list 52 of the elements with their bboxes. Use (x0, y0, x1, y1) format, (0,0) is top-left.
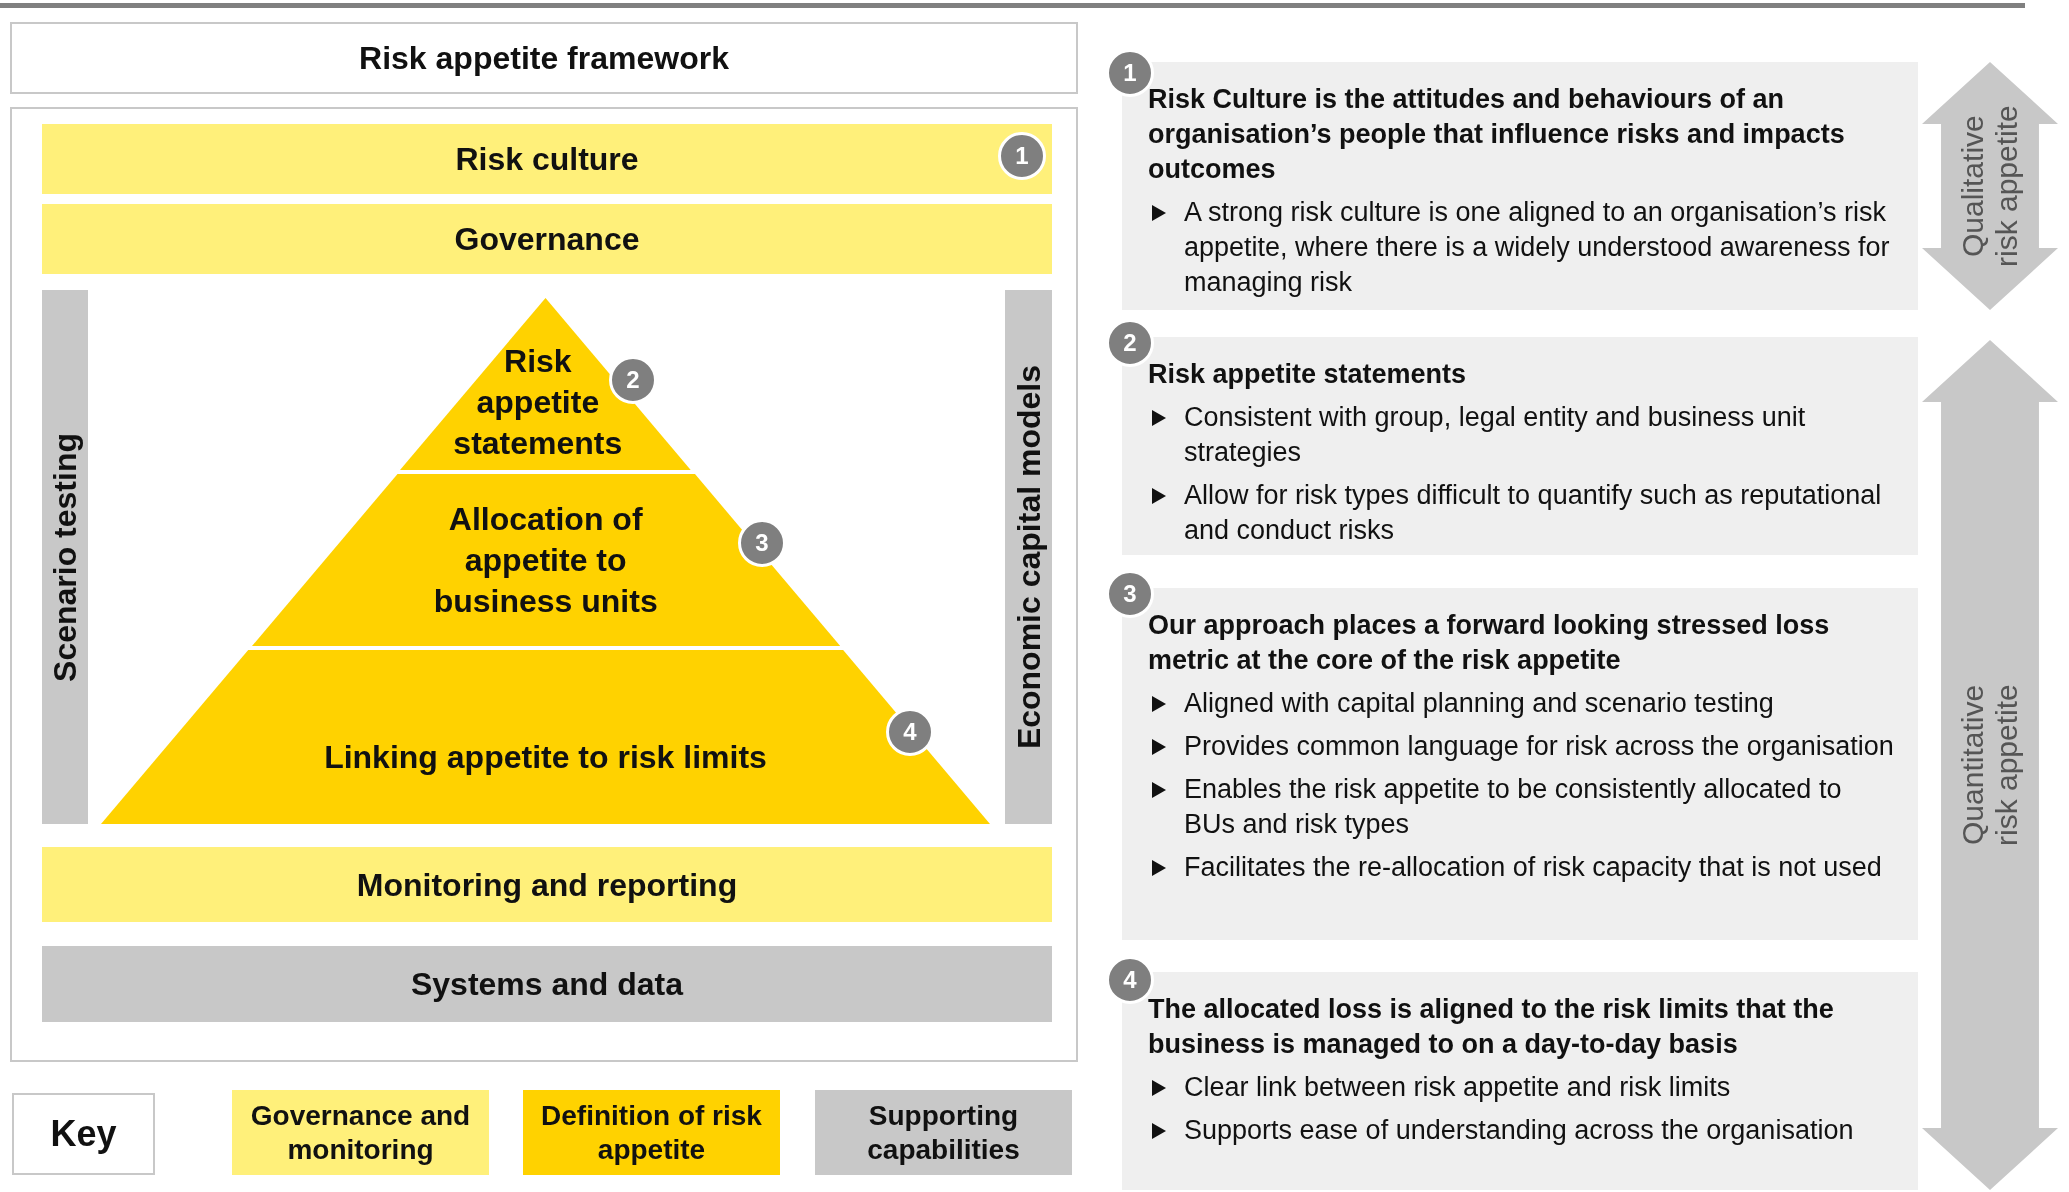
panel-heading: Risk appetite statements (1148, 358, 1468, 391)
bullet-text: A strong risk culture is one aligned to an organisation’s risk appetite, where there is a widely understood awareness for managing risk (1184, 196, 1891, 299)
panel-heading: Our approach places a forward looking stressed loss metric at the core of the risk appetite (1148, 609, 1831, 677)
badge-number: 3 (755, 531, 769, 555)
framework-bar (42, 204, 1052, 274)
diagram-title: Risk appetite framework (359, 39, 729, 78)
bar-label: Governance (454, 220, 640, 259)
bullet-text: Aligned with capital planning and scenario testing (1184, 687, 1774, 720)
badge-number: 2 (626, 368, 640, 392)
description-panel (1122, 972, 1918, 1190)
framework-bar (42, 124, 1052, 194)
pyramid-section (251, 474, 840, 646)
vertical-label: Scenario testing (46, 432, 84, 682)
description-panel (1122, 62, 1918, 310)
badge-number: 1 (1123, 61, 1137, 85)
framework-bar (42, 946, 1052, 1022)
panel-heading: Risk Culture is the attitudes and behaviours of an organisation’s people that influence risks and impacts outcomes (1148, 83, 1846, 186)
key-box (12, 1093, 155, 1175)
pyramid-section (400, 298, 692, 470)
bar-label: Monitoring and reporting (356, 865, 738, 905)
framework-box (10, 107, 1078, 1062)
bullet-text: Facilitates the re-allocation of risk capacity that is not used (1184, 851, 1882, 884)
framework-bar (42, 847, 1052, 922)
bar-label: Risk culture (455, 140, 639, 179)
arrow-label: Quantitative risk appetite (1956, 683, 2024, 848)
arrow-label: Qualitative risk appetite (1956, 104, 2024, 269)
double-arrow (1922, 62, 2058, 310)
bullet-text: Allow for risk types difficult to quantify such as reputational and conduct risks (1184, 479, 1883, 547)
vertical-label: Economic capital models (1009, 364, 1048, 750)
panel-heading: The allocated loss is aligned to the risk limits that the business is managed to on a day-to-day basis (1148, 993, 1835, 1061)
badge-number: 2 (1123, 331, 1137, 355)
legend-label: Governance and monitoring (249, 1098, 472, 1167)
pyramid-section (101, 650, 990, 824)
bullet-text: Clear link between risk appetite and risk limits (1184, 1071, 1731, 1104)
badge-number: 4 (903, 720, 917, 744)
badge-number: 3 (1123, 582, 1137, 606)
key-label: Key (50, 1112, 117, 1156)
badge-number: 4 (1123, 968, 1137, 992)
bullet-text: Enables the risk appetite to be consistently allocated to BUs and risk types (1184, 773, 1843, 841)
pyramid-label: Linking appetite to risk limits (324, 737, 767, 777)
bullet-text: Supports ease of understanding across the organisation (1184, 1114, 1854, 1147)
bullet-text: Consistent with group, legal entity and business unit strategies (1184, 401, 1807, 469)
bullet-text: Provides common language for risk across the organisation (1184, 730, 1894, 763)
double-arrow (1922, 340, 2058, 1190)
pyramid-label: Allocation of appetite to business units (432, 499, 659, 621)
pyramid-label: Risk appetite statements (452, 342, 624, 463)
legend-label: Supporting capabilities (866, 1098, 1021, 1167)
badge-number: 1 (1015, 144, 1029, 168)
legend-label: Definition of risk appetite (540, 1098, 763, 1167)
bar-label: Systems and data (410, 965, 684, 1004)
side-bar (42, 290, 88, 824)
side-bar (1005, 290, 1052, 824)
